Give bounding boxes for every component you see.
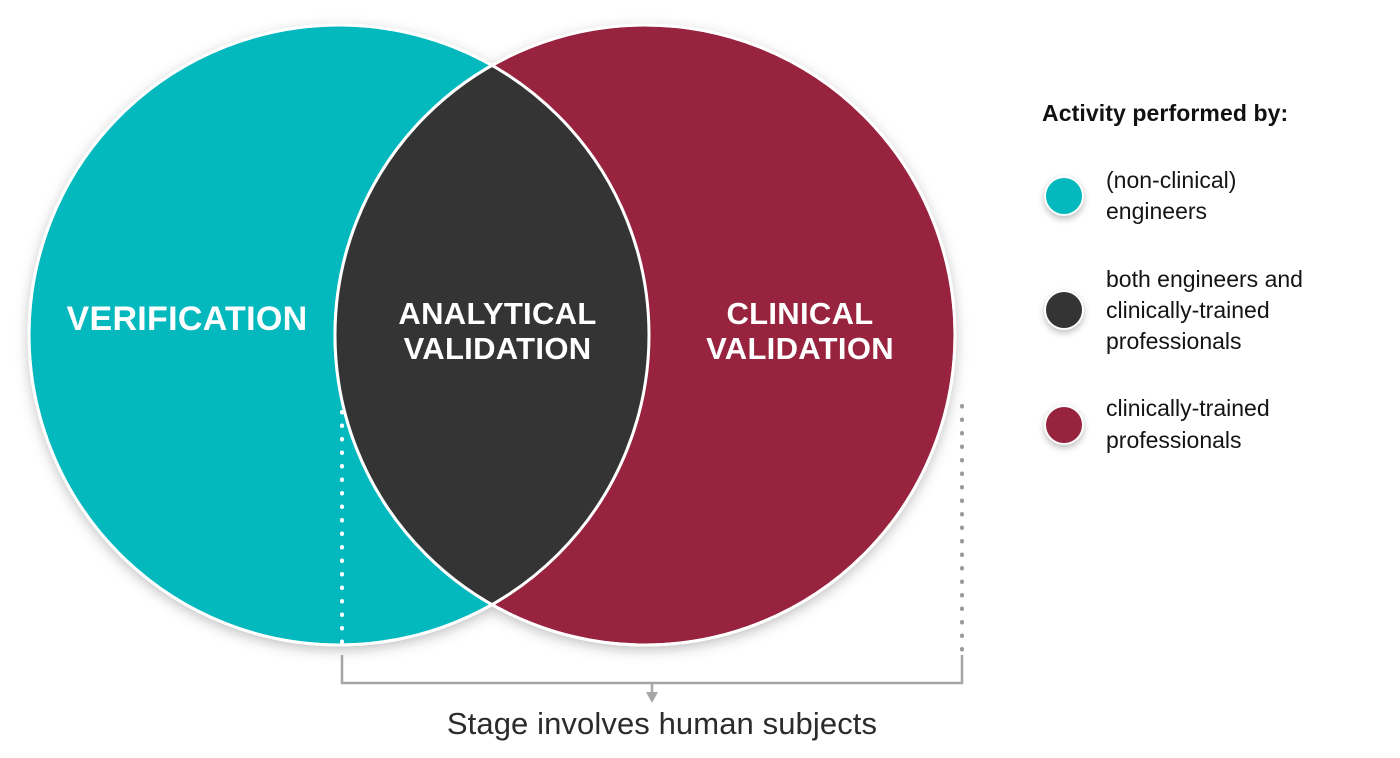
legend-swatch-teal-wrap xyxy=(1036,168,1092,224)
legend-swatch-dark-icon xyxy=(1044,290,1084,331)
legend-swatch-teal-icon xyxy=(1044,176,1084,217)
legend-label-clinicians: clinically-trained professionals xyxy=(1106,395,1270,453)
legend-swatch-dark-wrap xyxy=(1036,282,1092,338)
legend-label-engineers: (non-clinical) engineers xyxy=(1106,167,1237,225)
legend-item-clinicians: clinically-trained professionals xyxy=(1036,393,1396,456)
legend-title: Activity performed by: xyxy=(1042,100,1289,126)
bracket-caption: Stage involves human subjects xyxy=(446,706,878,741)
legend-label-both: both engineers and clinically-trained pr… xyxy=(1106,265,1303,355)
legend-item-both: both engineers and clinically-trained pr… xyxy=(1036,264,1396,358)
bracket-path xyxy=(340,655,964,685)
legend: Activity performed by: (non-clinical) en… xyxy=(1036,100,1396,492)
legend-swatch-crimson-icon xyxy=(1044,404,1084,445)
venn-circle-verification-outline xyxy=(27,23,651,647)
bracket-arrow-head-icon xyxy=(646,692,658,703)
legend-swatch-crimson-wrap xyxy=(1036,397,1092,453)
venn-circle-clinical-outline xyxy=(333,23,957,647)
legend-item-engineers: (non-clinical) engineers xyxy=(1036,165,1396,228)
venn-intersection-analytical-validation xyxy=(335,25,649,645)
